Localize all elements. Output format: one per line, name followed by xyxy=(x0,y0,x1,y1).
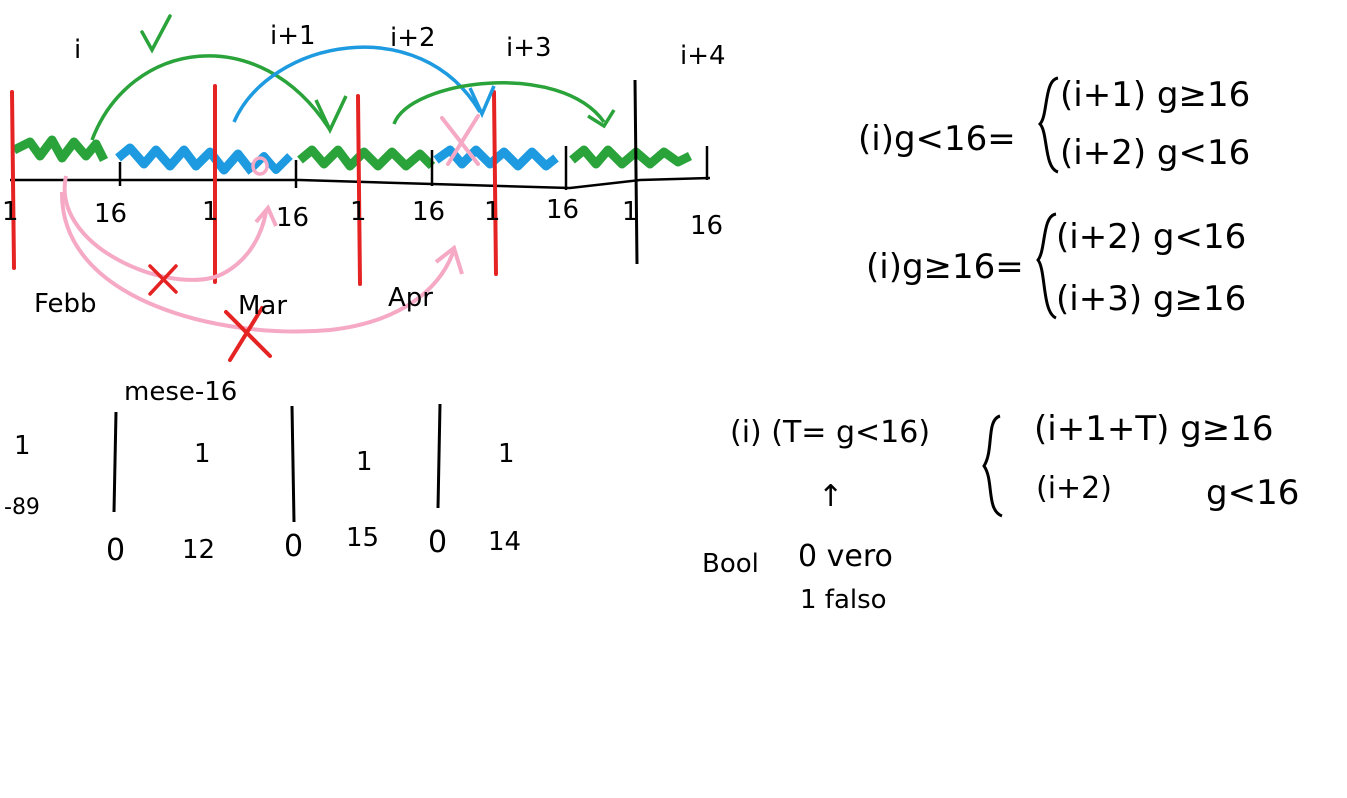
formula-3: (i) (T= g<16) (i+1+T) g≥16 (i+2) g<16 ↑ xyxy=(730,409,1299,518)
bottom-value: 15 xyxy=(346,523,379,553)
formula-2-case-2: (i+3) g≥16 xyxy=(1056,279,1246,319)
bottom-value: 12 xyxy=(182,535,215,565)
bool-true-label: 0 vero xyxy=(798,539,893,574)
bottom-value: 0 xyxy=(428,525,447,560)
formula-3-case-2: (i+2) xyxy=(1036,471,1112,506)
pink-cross-marker xyxy=(440,114,480,166)
green-arc-2 xyxy=(392,81,606,125)
formula-1-brace xyxy=(1037,76,1059,174)
formula-1-case-1: (i+1) g≥16 xyxy=(1060,75,1250,115)
month-separators xyxy=(10,84,498,286)
mese-16-dividers xyxy=(112,403,442,523)
tick-label: 16 xyxy=(546,195,579,225)
month-label-mar: Mar xyxy=(238,291,287,321)
label-index-i1: i+1 xyxy=(270,21,316,51)
month-label-febb: Febb xyxy=(34,289,97,319)
green-arc-1-head xyxy=(314,95,348,135)
green-segment-1 xyxy=(11,135,109,163)
green-segment-2 xyxy=(297,145,436,171)
tick-label: 1 xyxy=(2,197,19,227)
bottom-value: 14 xyxy=(488,527,521,557)
top-value: 1 xyxy=(498,439,515,469)
tick-label: 1 xyxy=(350,197,367,227)
tick-label: 1 xyxy=(622,197,639,227)
pink-circle-marker xyxy=(251,156,269,176)
formula-3-case-1: (i+1+T) g≥16 xyxy=(1034,409,1274,449)
top-value: 1 xyxy=(14,431,31,461)
mese-16-title: mese-16 xyxy=(124,377,237,407)
formula-1-lhs: (i)g<16= xyxy=(858,119,1016,159)
pink-arc-2-head xyxy=(434,244,464,275)
separator-febb xyxy=(10,90,16,270)
formula-3-brace xyxy=(982,414,1003,518)
separator-i4 xyxy=(633,79,639,265)
formula-2-lhs: (i)g≥16= xyxy=(866,247,1024,287)
pink-arc-1-head xyxy=(254,204,278,227)
bool-false-label: 1 falso xyxy=(800,585,887,615)
mese-16-section: mese-16 1 1 1 1 -89 0 12 0 15 0 14 xyxy=(4,377,521,568)
tick-label: 16 xyxy=(690,211,723,241)
formula-1-case-2: (i+2) g<16 xyxy=(1060,133,1250,173)
blue-arc-1 xyxy=(232,45,482,123)
blue-arc-1-head xyxy=(468,85,496,119)
formula-2: (i)g≥16= (i+2) g<16 (i+3) g≥16 xyxy=(866,212,1246,320)
timeline: i i+1 i+2 i+3 i+4 1 16 1 16 1 16 1 16 1 … xyxy=(2,14,726,362)
green-check-mark xyxy=(140,14,172,54)
month-label-apr: Apr xyxy=(388,283,433,313)
formula-1: (i)g<16= (i+1) g≥16 (i+2) g<16 xyxy=(858,75,1250,174)
blue-segment-3 xyxy=(433,145,559,171)
timeline-axis xyxy=(10,176,711,190)
label-index-i: i xyxy=(74,35,81,65)
formula-3-lhs: (i) (T= g<16) xyxy=(730,415,930,450)
tick-label: 16 xyxy=(94,199,127,229)
bool-label: Bool xyxy=(702,549,759,579)
top-value: 1 xyxy=(356,447,373,477)
minor-ticks xyxy=(118,146,709,190)
label-index-i4: i+4 xyxy=(680,41,726,71)
formula-2-case-1: (i+2) g<16 xyxy=(1056,217,1246,257)
tick-label: 1 xyxy=(202,197,219,227)
separator-may xyxy=(492,90,498,276)
blue-segment-2 xyxy=(249,152,293,174)
up-arrow-icon: ↑ xyxy=(818,479,843,514)
pink-arc-1 xyxy=(62,175,268,282)
formula-3-case-2-condition: g<16 xyxy=(1206,473,1299,513)
tick-label: 1 xyxy=(484,197,501,227)
bool-legend: Bool 0 vero 1 falso xyxy=(702,539,893,615)
tick-label: 16 xyxy=(412,197,445,227)
green-arc-1 xyxy=(90,54,332,141)
separator-apr xyxy=(356,94,362,286)
green-arc-2-head xyxy=(587,109,616,129)
label-index-i2: i+2 xyxy=(390,23,436,53)
bottom-value: 0 xyxy=(106,533,125,568)
blue-segment-1 xyxy=(115,143,256,175)
red-cross-marker-small xyxy=(148,264,178,296)
scribbled-value: -89 xyxy=(4,495,40,520)
bottom-value: 0 xyxy=(284,529,303,564)
red-cross-marker-large xyxy=(224,306,272,362)
formula-2-brace xyxy=(1036,212,1057,320)
top-value: 1 xyxy=(194,439,211,469)
pink-arc-2 xyxy=(59,191,456,334)
tick-label: 16 xyxy=(276,203,309,233)
green-segment-3 xyxy=(569,145,693,169)
label-index-i3: i+3 xyxy=(506,33,552,63)
